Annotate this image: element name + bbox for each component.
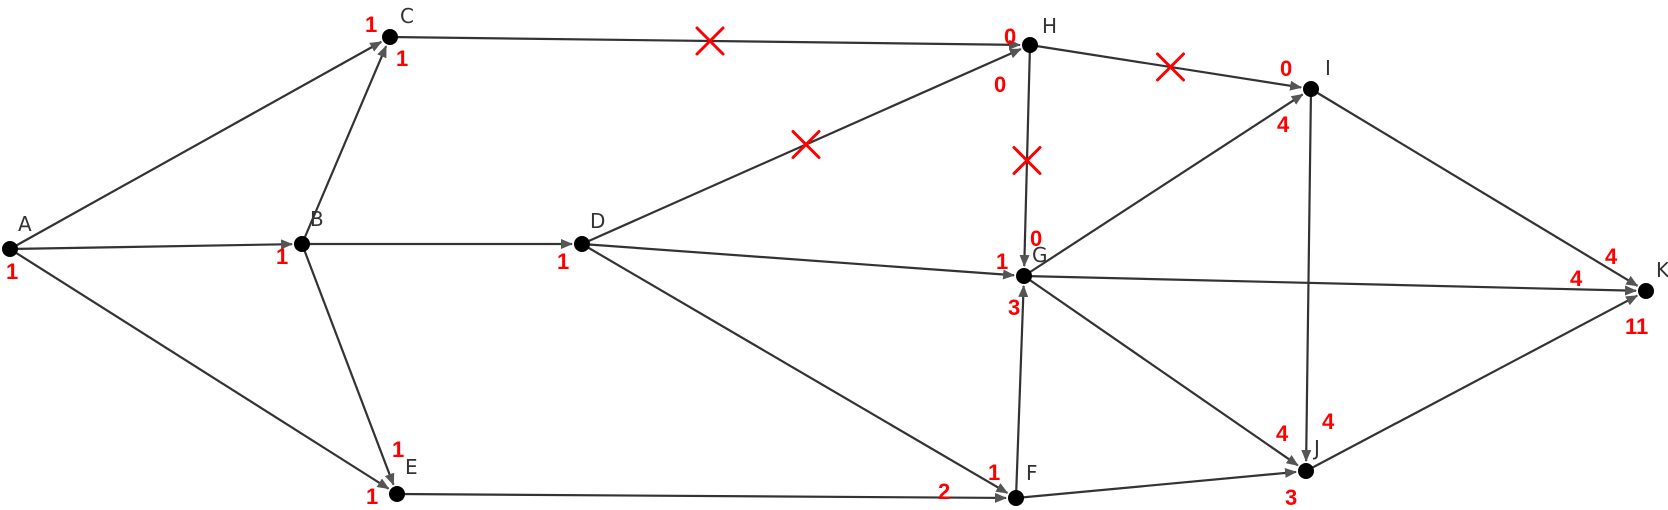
edge-h-i	[1029, 43, 1303, 91]
edge-f-g	[1014, 284, 1029, 499]
edge-h-g	[1019, 44, 1032, 268]
edge-c-h	[389, 35, 1022, 50]
node-dot-k	[1638, 283, 1654, 299]
edge-d-f	[581, 243, 1009, 494]
edge-crosses	[695, 26, 1185, 175]
count-h-in-ch: 0	[1004, 24, 1016, 49]
node-h: H	[1022, 14, 1057, 53]
node-label-a: A	[18, 212, 32, 236]
node-f: F	[1008, 461, 1038, 506]
node-label-g: G	[1032, 243, 1048, 267]
node-label-i: I	[1325, 56, 1331, 80]
node-label-k: K	[1656, 258, 1668, 282]
node-dot-d	[574, 236, 590, 252]
edge-a-b	[9, 239, 294, 251]
node-i: I	[1303, 56, 1331, 97]
edge-d-g	[581, 242, 1016, 280]
edge-e-f	[396, 492, 1008, 503]
node-label-c: C	[400, 4, 414, 28]
edge-a-c	[9, 40, 383, 250]
count-j-in-ij: 4	[1322, 409, 1335, 434]
node-j: J	[1298, 436, 1320, 479]
node-dot-a	[2, 241, 18, 257]
node-label-b: B	[310, 207, 324, 231]
count-g-in-hg: 0	[1030, 226, 1042, 251]
edge-g-i	[1023, 93, 1304, 277]
count-c-in-ac: 1	[365, 12, 377, 37]
count-f-in-ef: 2	[938, 479, 950, 504]
count-e-in-ae: 1	[366, 484, 378, 509]
node-d: D	[574, 209, 605, 252]
edge-i-k	[1310, 88, 1639, 287]
node-label-j: J	[1312, 436, 1320, 460]
node-k: K	[1638, 258, 1668, 299]
node-dot-h	[1022, 37, 1038, 53]
node-dot-i	[1303, 81, 1319, 97]
node-e: E	[389, 455, 418, 502]
cross-mark-c-h	[695, 26, 725, 56]
cross-mark-h-g	[1012, 146, 1042, 175]
count-c-in-bc: 1	[396, 46, 408, 71]
count-k-in-gk: 4	[1570, 266, 1583, 291]
node-dot-b	[294, 236, 310, 252]
nodes: A B C D E F G H I J K	[2, 4, 1668, 506]
node-a: A	[2, 212, 32, 257]
count-k-in-ik: 4	[1605, 244, 1618, 269]
edge-d-h	[581, 48, 1022, 246]
count-j-in-fj: 3	[1285, 485, 1297, 510]
edge-i-j	[1301, 88, 1313, 463]
edge-g-k	[1023, 274, 1638, 296]
node-label-h: H	[1042, 14, 1057, 38]
edge-f-j	[1015, 467, 1298, 500]
count-e-in-be: 1	[392, 437, 404, 462]
node-label-d: D	[590, 209, 605, 233]
count-i-in-gi: 4	[1277, 112, 1290, 137]
count-j-in-gj: 4	[1276, 421, 1289, 446]
edge-g-j	[1023, 275, 1299, 467]
cross-mark-h-i	[1156, 52, 1185, 82]
edge-a-e	[9, 248, 390, 490]
edge-b-e	[300, 243, 395, 486]
node-dot-j	[1298, 463, 1314, 479]
node-dot-e	[389, 486, 405, 502]
node-dot-c	[382, 29, 398, 45]
node-label-f: F	[1026, 461, 1038, 485]
count-h-in-dh: 0	[994, 72, 1006, 97]
count-f-in-df: 1	[988, 460, 1000, 485]
cross-mark-d-h	[791, 130, 821, 159]
count-b: 1	[276, 244, 288, 269]
edge-b-c	[300, 45, 388, 245]
node-b: B	[294, 207, 324, 252]
edges	[9, 35, 1639, 503]
count-d: 1	[557, 249, 569, 274]
count-g-in-fg: 3	[1008, 295, 1020, 320]
path-count-annotations: 1 1 1 1 1 1 1 2 1 1 0 3 0 0 0 4 4 4 3 4 …	[6, 12, 1648, 510]
node-c: C	[382, 4, 414, 45]
node-g: G	[1016, 243, 1048, 284]
count-k-total: 11	[1625, 314, 1648, 339]
edge-j-k	[1305, 294, 1639, 472]
count-i-in-hi: 0	[1280, 56, 1292, 81]
count-a: 1	[6, 259, 18, 284]
count-g-in-dg: 1	[996, 249, 1008, 274]
node-dot-f	[1008, 490, 1024, 506]
node-dot-g	[1016, 268, 1032, 284]
node-label-e: E	[405, 455, 418, 479]
